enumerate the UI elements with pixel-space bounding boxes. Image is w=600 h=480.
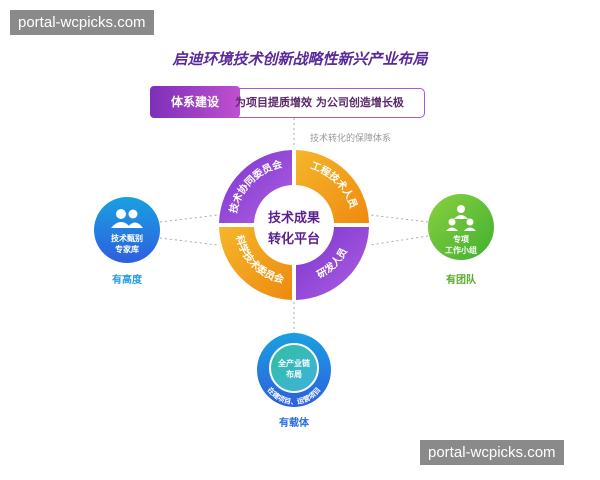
expert-text: 技术甄别 — [111, 233, 143, 243]
page-title: 启迪环境技术创新战略性新兴产业布局 — [172, 50, 428, 68]
expert-circle — [94, 197, 160, 263]
segment-bl — [219, 227, 292, 300]
header-label: 体系建设 — [150, 86, 240, 118]
org-chart-icon — [446, 205, 476, 231]
team-circle — [428, 194, 494, 260]
right-caption: 有团队 — [446, 273, 477, 286]
segment-tr — [296, 150, 369, 223]
expert-text: 专家库 — [115, 244, 139, 254]
bottom-caption: 有载体 — [279, 416, 310, 429]
team-text: 工作小组 — [445, 245, 477, 255]
segment-tl — [219, 150, 292, 223]
watermark: portal-wcpicks.com — [420, 440, 564, 465]
team-text: 专项 — [453, 234, 469, 244]
header-text: 为项目提质增效 为公司创造增长极 — [235, 96, 404, 109]
carrier-text: 全产业链 — [277, 358, 311, 368]
segment-br — [296, 227, 369, 300]
left-caption: 有高度 — [112, 273, 143, 286]
carrier-text: 布局 — [285, 369, 302, 379]
center-title: 技术成果 — [268, 210, 320, 226]
support-label: 技术转化的保障体系 — [310, 134, 392, 144]
center-title: 转化平台 — [268, 231, 320, 247]
users-icon — [111, 209, 143, 228]
connectors — [159, 118, 429, 333]
watermark: portal-wcpicks.com — [10, 10, 154, 35]
carrier-inner — [269, 343, 319, 393]
